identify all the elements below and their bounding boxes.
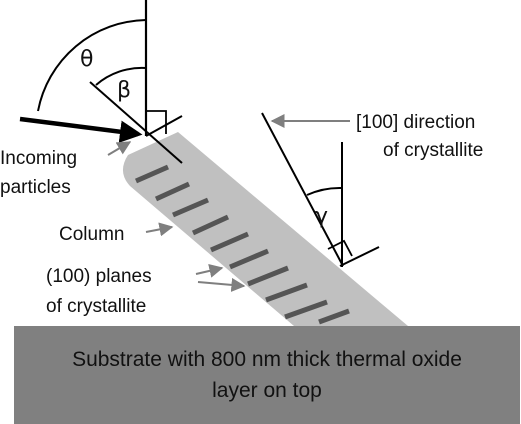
pointer-arrows <box>107 114 350 292</box>
plane-stripe <box>191 214 230 236</box>
gamma-symbol: γ <box>315 204 328 229</box>
column-label: Column <box>59 224 124 245</box>
column-body <box>122 132 408 326</box>
planes-label-line2: of crystallite <box>46 296 146 317</box>
plane-stripe <box>247 265 289 287</box>
substrate-label-line1: Substrate with 800 nm thick thermal oxid… <box>72 348 462 371</box>
planes-pointer-arrow-2 <box>197 277 246 292</box>
plane-stripe <box>229 248 269 270</box>
column-pointer-arrow <box>145 222 174 237</box>
plane-stripe <box>134 164 170 184</box>
gamma-arc <box>306 186 343 196</box>
incoming-particles-arrow <box>19 116 143 143</box>
column-top-line <box>145 115 183 137</box>
right-angle-marker <box>327 239 353 257</box>
plane-normal-line <box>89 81 183 164</box>
crystallite-direction <box>261 112 380 267</box>
plane-trace-line <box>339 246 380 267</box>
plane-stripe <box>318 308 350 325</box>
plane-stripe <box>154 181 191 202</box>
incidence-geometry <box>19 0 183 164</box>
crystal-planes <box>134 164 350 325</box>
incoming-label-line1: Incoming <box>0 148 77 169</box>
substrate-label-line2: layer on top <box>212 379 322 402</box>
incoming-label-line2: particles <box>0 177 71 198</box>
plane-stripe <box>210 231 249 253</box>
substrate <box>14 326 520 424</box>
plane-stripe <box>265 282 308 303</box>
theta-symbol: θ <box>80 47 93 72</box>
plane-stripe <box>172 197 209 218</box>
particles-pointer-arrow <box>107 141 132 156</box>
column <box>122 132 408 326</box>
right-angle-marker <box>146 110 167 134</box>
planes-label-line1: (100) planes <box>46 266 152 287</box>
plane-stripe <box>284 299 328 320</box>
theta-arc <box>37 19 147 112</box>
beta-symbol: β <box>117 78 131 103</box>
direction-label-line1: [100] direction <box>356 112 475 133</box>
planes-pointer-arrow-1 <box>195 264 224 278</box>
beta-arc <box>95 66 147 86</box>
crystallite-100-direction-line <box>261 112 344 267</box>
direction-label-line2: of crystallite <box>383 140 483 161</box>
